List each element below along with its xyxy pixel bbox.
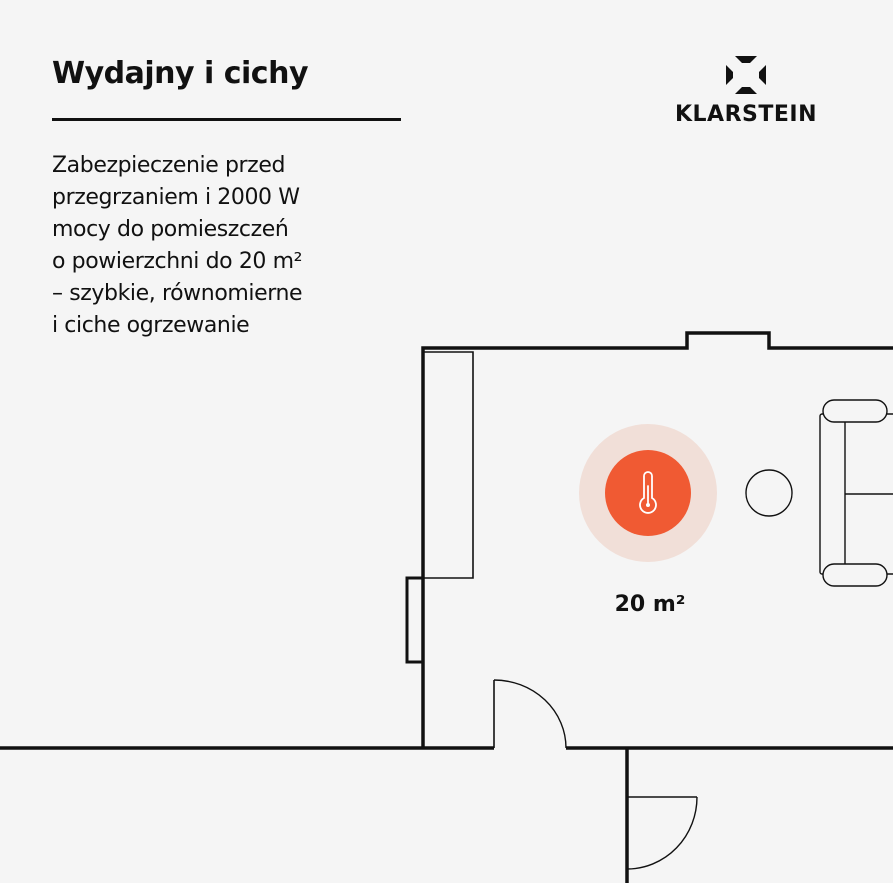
description-line: przegrzaniem i 2000 W: [52, 185, 300, 210]
door-hallway: [626, 796, 698, 870]
description-line: – szybkie, równomierne: [52, 281, 303, 306]
description-line: o powierzchni do 20 m²: [52, 249, 303, 274]
description-line: mocy do pomieszczeń: [52, 217, 289, 242]
klarstein-logo-icon: [726, 56, 766, 94]
wardrobe: [423, 351, 474, 579]
description-line: i ciche ogrzewanie: [52, 313, 250, 338]
thermometer-icon: [639, 471, 657, 514]
wall-niche: [405, 576, 423, 664]
page-title: Wydajny i cichy: [52, 56, 309, 91]
feature-description: Zabezpieczenie przed przegrzaniem i 2000…: [52, 150, 382, 342]
room-area-label: 20 m²: [614, 592, 686, 617]
sofa: [819, 399, 893, 587]
title-underline: [52, 118, 401, 121]
description-line: Zabezpieczenie przed: [52, 153, 286, 178]
coffee-table: [745, 469, 793, 517]
brand-name: KLARSTEIN: [674, 102, 817, 127]
room-top-wall: [421, 331, 893, 748]
brand-logo: KLARSTEIN: [660, 56, 832, 130]
door-room: [493, 679, 567, 749]
